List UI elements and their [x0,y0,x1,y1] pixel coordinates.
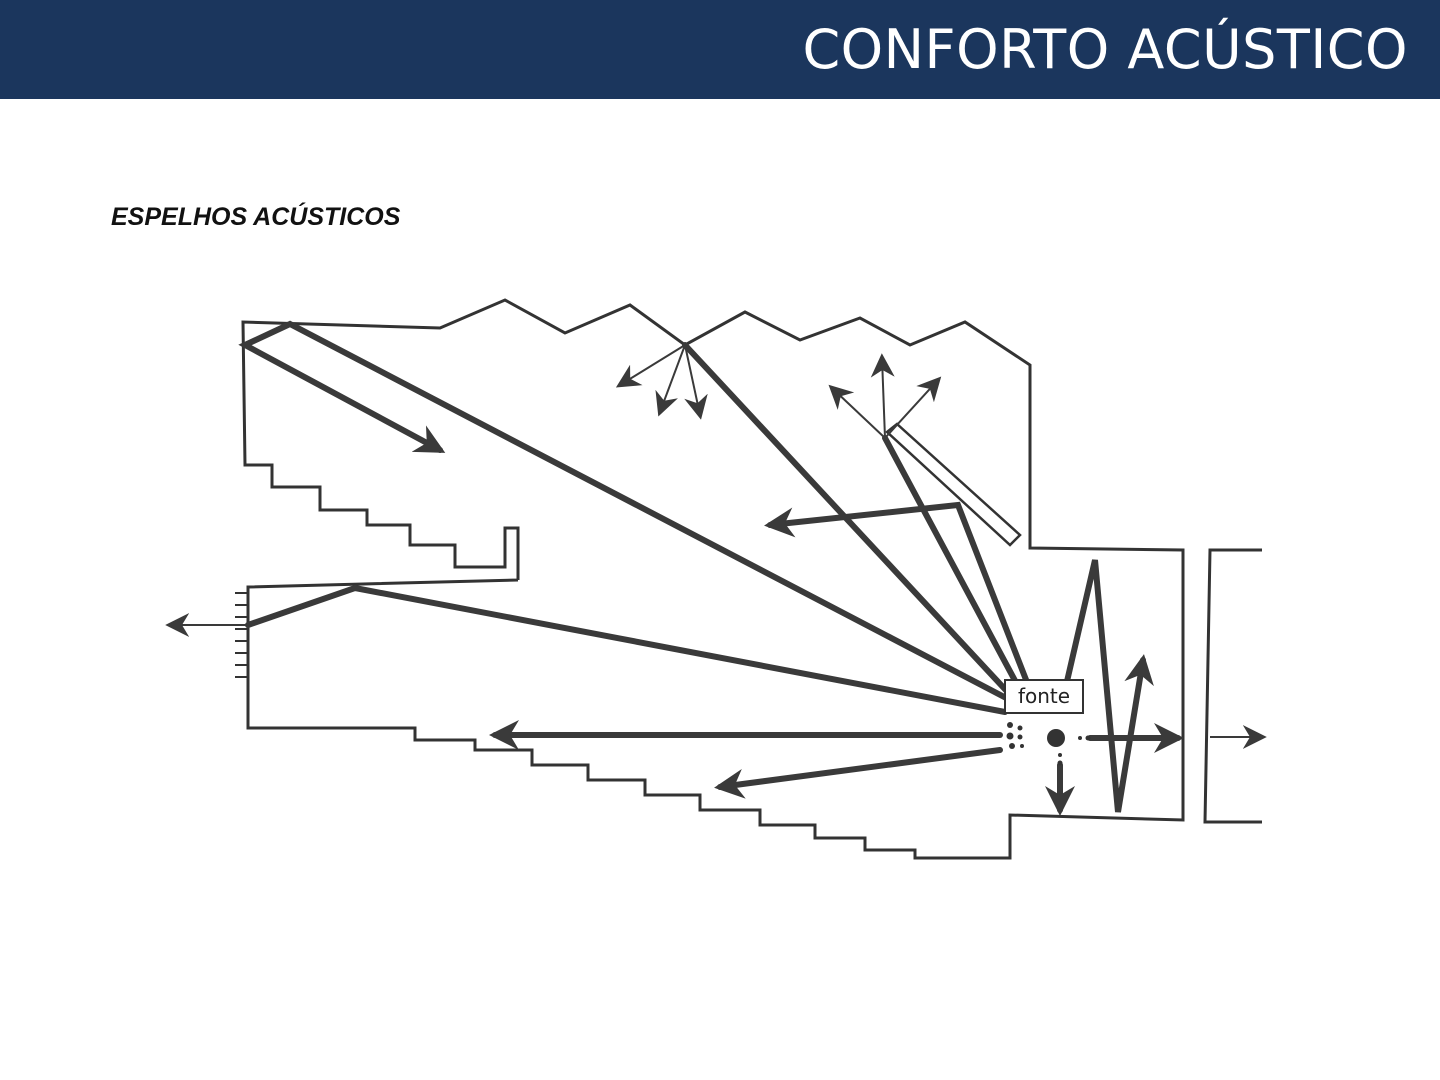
ray-balcony [245,584,1008,715]
diffuse-ray [655,344,686,417]
diffuse-ray [684,344,708,420]
ray-reflector-2 [764,501,1033,693]
ray-ceiling-corner [238,320,1013,703]
sound-source-icon [1047,729,1065,747]
ray-ceiling-peak [682,342,1018,703]
hall-outline [241,298,1185,860]
source-label: fonte [1004,679,1084,714]
source-dots [1006,722,1091,766]
header-bar: CONFORTO ACÚSTICO [0,0,1440,99]
adjacent-room-wall [1203,548,1262,824]
sound-rays [238,320,1184,816]
diffuse-rays [165,344,1267,749]
diffuse-ray [884,376,942,439]
ray-reflector-1 [882,435,1023,693]
ray-floor-2 [714,747,1003,799]
diffuse-ray [828,384,886,439]
section-title: ESPELHOS ACÚSTICOS [111,203,401,231]
diffuse-ray [870,353,895,439]
reflector-panel [885,422,1022,547]
slide-title: CONFORTO ACÚSTICO [802,18,1408,81]
diffuse-ray [615,344,686,388]
absorber-ticks [235,592,248,678]
